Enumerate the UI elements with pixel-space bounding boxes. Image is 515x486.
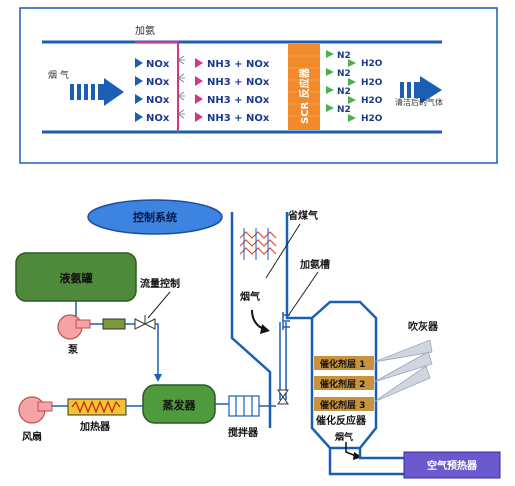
flow-arrow-icon <box>154 374 162 382</box>
ammonia-in-label: 加氨 <box>135 24 155 37</box>
h2o-label: H2O <box>361 59 383 69</box>
h2o-arrow-icon <box>348 114 356 122</box>
flow-valve-icon <box>134 318 156 330</box>
flue-gas-out-label: 烟气 <box>335 431 353 443</box>
nox-arrow-icon <box>135 112 143 122</box>
soot-blower-label: 吹灰器 <box>408 320 439 333</box>
flow-meter <box>102 318 126 330</box>
flue-gas-out-arrow-icon <box>353 452 362 460</box>
mix-arrow-icon <box>195 112 203 122</box>
soot-blower-beam <box>373 339 433 363</box>
catalyst-layer-2 <box>314 376 374 390</box>
catalyst-layer-label: 催化剂层 2 <box>320 378 365 390</box>
n2-arrow-icon <box>326 50 334 58</box>
grid-valve-icon <box>277 389 289 405</box>
h2o-label: H2O <box>361 78 383 88</box>
nozzle-sprays <box>177 55 185 119</box>
ammonia-grid-icon <box>282 312 290 330</box>
economizer-coils <box>239 231 277 255</box>
catalytic-reactor <box>310 300 378 450</box>
flue-gas-flow-arrow-icon <box>260 324 270 334</box>
nox-arrow-icon <box>135 94 143 104</box>
h2o-arrow-icon <box>348 96 356 104</box>
reactor-label: 催化反应器 <box>316 414 367 427</box>
mixer-icon <box>228 395 260 417</box>
mix-label: NH3 + NOx <box>207 77 270 88</box>
nox-label: NOx <box>146 77 170 88</box>
n2-label: N2 <box>337 87 351 97</box>
heater-box <box>67 398 127 416</box>
mix-arrow-icon <box>195 94 203 104</box>
clean-gas-arrow <box>400 76 442 104</box>
ammonia-tank-label: 液氨罐 <box>60 271 93 285</box>
control-system-ellipse <box>87 199 223 235</box>
mix-label: NH3 + NOx <box>207 95 270 106</box>
catalyst-layer-3 <box>314 397 374 411</box>
scr-label: SCR 反应器 <box>298 67 311 124</box>
heater-coil-icon <box>71 400 121 414</box>
fan-label: 风扇 <box>22 430 42 443</box>
economizer-duct <box>230 212 312 428</box>
flue-gas-label: 烟气 <box>240 290 260 303</box>
ammonia-grid-label: 加氨槽 <box>299 258 330 271</box>
catalyst-layer-label: 催化剂层 3 <box>320 399 365 411</box>
h2o-label: H2O <box>361 96 383 106</box>
pump-label: 泵 <box>68 344 79 356</box>
mixer-label: 搅拌器 <box>228 426 259 439</box>
mix-arrow-icon <box>195 76 203 86</box>
n2-label: N2 <box>337 105 351 115</box>
air-preheater-box <box>403 451 501 479</box>
soot-blower-beam <box>373 365 431 403</box>
n2-label: N2 <box>337 69 351 79</box>
nox-label: NOx <box>146 95 170 106</box>
mix-label: NH3 + NOx <box>207 59 270 70</box>
n2-label: N2 <box>337 51 351 61</box>
nox-arrow-icon <box>135 76 143 86</box>
evaporator-label: 蒸发器 <box>163 398 197 412</box>
n2-arrow-icon <box>326 68 334 76</box>
nox-label: NOx <box>146 113 170 124</box>
n2-arrow-icon <box>326 86 334 94</box>
h2o-arrow-icon <box>348 59 356 67</box>
air-preheater-label: 空气预热器 <box>427 459 478 472</box>
n2-arrow-icon <box>326 104 334 112</box>
mix-label: NH3 + NOx <box>207 113 270 124</box>
catalyst-layer-label: 催化剂层 1 <box>320 358 365 370</box>
nox-arrow-icon <box>135 58 143 68</box>
control-system-label: 控制系统 <box>133 210 177 224</box>
scr-reactor-block <box>288 44 320 130</box>
economizer-label: 省煤气 <box>287 209 318 222</box>
fan-icon <box>18 396 53 424</box>
catalyst-layer-1 <box>314 356 374 370</box>
ammonia-injection-line <box>135 41 179 132</box>
mix-arrow-icon <box>195 58 203 68</box>
h2o-arrow-icon <box>348 78 356 86</box>
nox-label: NOx <box>146 59 170 70</box>
flue-gas-arrow <box>70 78 124 106</box>
pump-icon <box>57 314 91 340</box>
clean-gas-label: 清洁后的气体 <box>395 98 443 107</box>
soot-blower-beam <box>373 351 433 383</box>
h2o-label: H2O <box>361 114 383 124</box>
flue-gas-label: 烟 气 <box>48 69 69 81</box>
flow-control-label: 流量控制 <box>140 277 180 290</box>
heater-label: 加热器 <box>79 420 111 433</box>
